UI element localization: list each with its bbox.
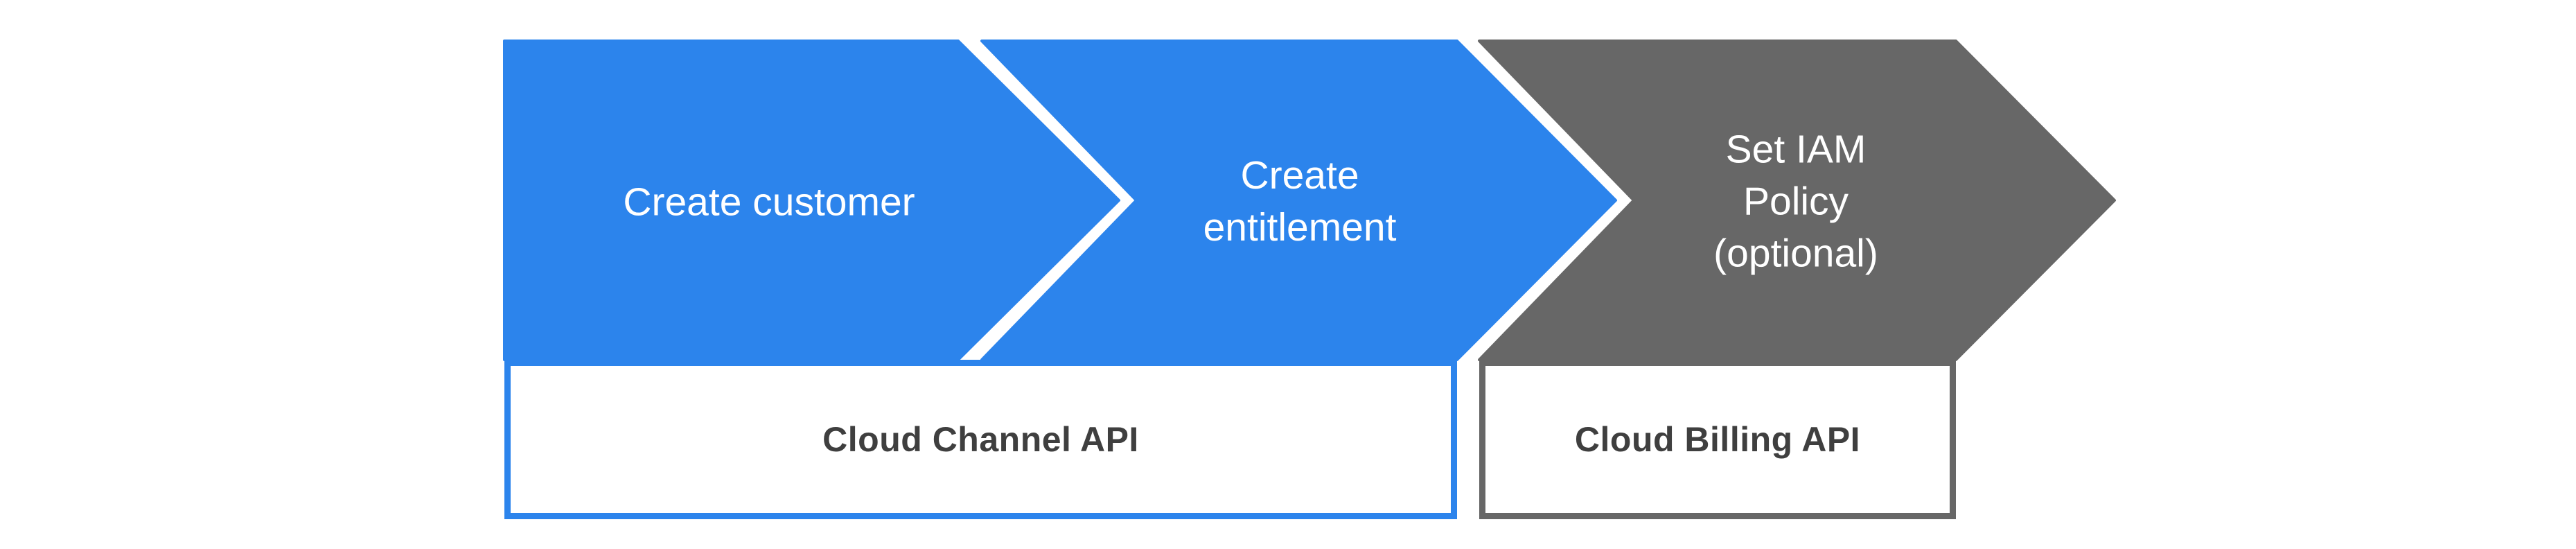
step-label-create-entitlement: Create entitlement (1203, 153, 1397, 250)
cloud-billing-api-label: Cloud Billing API (1574, 420, 1861, 459)
step-arrow-set-iam-policy (1478, 40, 2116, 361)
cloud-billing-api-box: Cloud Billing API (1479, 360, 1956, 519)
cloud-channel-api-box: Cloud Channel API (504, 360, 1457, 519)
step-arrow-create-entitlement (980, 40, 1617, 361)
step-arrow-create-customer (503, 40, 1120, 361)
step-label-set-iam-policy: Set IAM Policy (optional) (1713, 127, 1878, 276)
step-label-create-customer: Create customer (623, 180, 915, 225)
cloud-channel-api-label: Cloud Channel API (822, 420, 1139, 459)
